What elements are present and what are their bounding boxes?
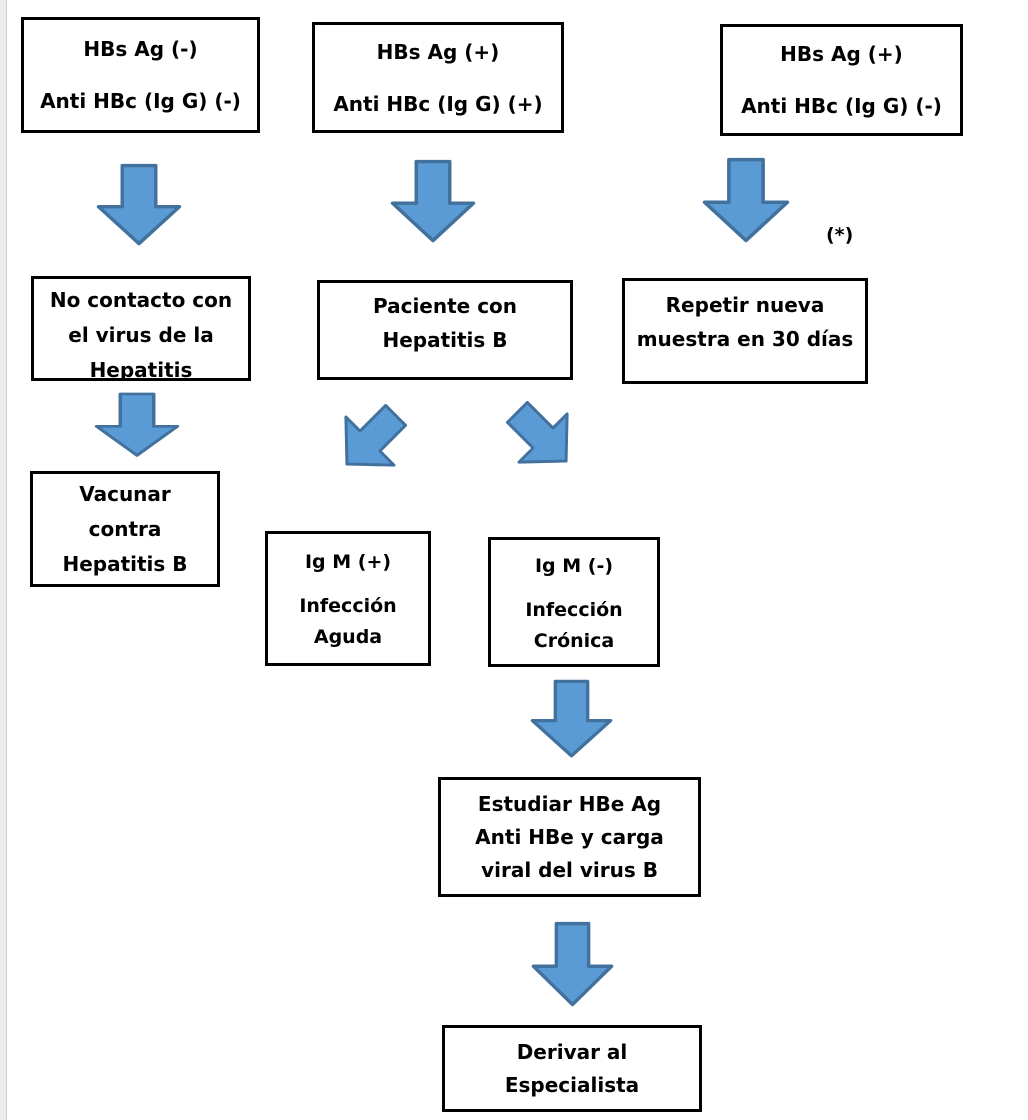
node-estudiar-hbe: Estudiar HBe Ag Anti HBe y carga viral d… [438,777,701,897]
node-line: Hepatitis [89,358,193,381]
node-igm-positivo-aguda: Ig M (+) Infección Aguda [265,531,431,666]
node-line: Derivar al [516,1039,628,1064]
node-vacunar: Vacunar contra Hepatitis B [30,471,220,587]
asterisk-note: (*) [826,224,854,246]
node-hbsag-pos-antihbc-neg: HBs Ag (+) Anti HBc (Ig G) (-) [720,24,963,136]
page-edge-strip [0,0,7,1120]
node-line: contra [88,516,162,541]
node-igm-negativo-cronica: Ig M (-) Infección Crónica [488,537,660,667]
node-line: HBs Ag (+) [376,39,500,64]
node-line: Infección [525,599,623,621]
node-line: muestra en 30 días [636,327,854,351]
node-hbsag-pos-antihbc-pos: HBs Ag (+) Anti HBc (Ig G) (+) [312,22,564,133]
down-arrow-icon [701,157,791,244]
node-line: Anti HBc (Ig G) (+) [333,91,543,116]
node-line: el virus de la [68,323,214,347]
node-line: Anti HBc (Ig G) (-) [741,94,942,118]
down-arrow-icon [389,159,477,244]
down-arrow-icon [95,163,183,247]
node-line: Hepatitis B [382,328,508,352]
node-line: Ig M (+) [304,551,392,573]
down-arrow-icon [93,392,181,458]
node-line: Especialista [504,1072,640,1097]
node-derivar-especialista: Derivar al Especialista [442,1025,702,1112]
down-right-arrow-icon [490,385,595,490]
node-line: Anti HBe y carga [475,824,664,849]
node-line: viral del virus B [481,857,658,882]
down-arrow-icon [530,921,615,1008]
node-line: Ig M (-) [534,555,614,577]
node-line: Infección [299,595,397,617]
node-line: Vacunar [79,481,171,506]
node-paciente-hepatitis-b: Paciente con Hepatitis B [317,280,573,380]
down-arrow-icon [529,679,614,759]
node-no-contacto: No contacto con el virus de la Hepatitis [31,276,251,381]
node-line: Hepatitis B [62,551,188,576]
node-line: No contacto con [49,288,233,312]
node-line: Estudiar HBe Ag [477,791,662,816]
node-line: HBs Ag (-) [83,37,198,61]
node-line: Anti HBc (Ig G) (-) [40,89,241,113]
node-line: Crónica [533,630,615,652]
down-left-arrow-icon [319,388,424,493]
node-line: HBs Ag (+) [780,42,903,66]
node-line: Paciente con [372,294,518,318]
node-line: Aguda [313,626,383,648]
node-line: Repetir nueva [665,293,825,317]
node-hbsag-neg-antihbc-neg: HBs Ag (-) Anti HBc (Ig G) (-) [21,17,260,133]
node-repetir-muestra: Repetir nueva muestra en 30 días [622,278,868,384]
